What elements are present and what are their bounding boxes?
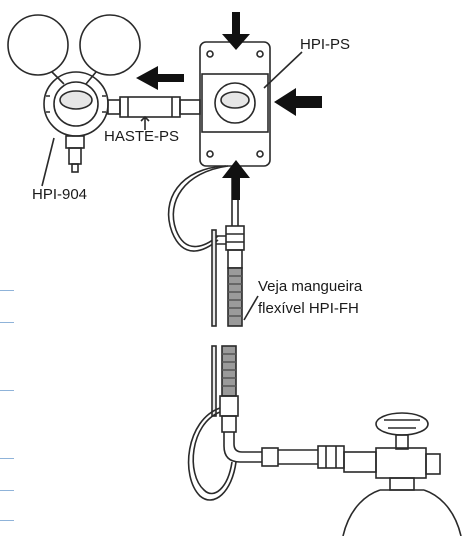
lower-hose-fitting [211,345,345,469]
hpi-ps-leader [263,51,303,89]
edge-mark [0,458,14,459]
label-hpi-904: HPI-904 [32,186,88,203]
label-hose-line2: flexível HPI-FH [258,300,359,317]
hpi-ps-block [199,41,271,167]
edge-mark [0,290,14,291]
edge-mark [0,490,14,491]
valve-handwheel [375,412,429,436]
hpi-904-leader [41,137,55,187]
label-haste-ps: HASTE-PS [104,128,180,145]
hose-leader [243,295,259,321]
pigtail-lower [187,407,237,501]
edge-mark [0,322,14,323]
hpi-904-regulator [7,14,141,173]
label-hose-line1: Veja mangueira [258,278,363,295]
arrow-down-icon [222,12,250,50]
block-logo [220,91,250,109]
cylinder-valve [343,412,441,491]
arrow-up-icon [222,160,250,200]
flex-hose-upper [227,267,243,327]
left-gauge [7,14,69,76]
arrow-left-icon [136,66,184,90]
haste-ps-connector [107,96,201,118]
haste-ps-leader [140,115,150,130]
label-hpi-ps: HPI-PS [300,36,351,53]
edge-mark [0,390,14,391]
regulator-logo [59,90,93,110]
gas-cylinder [342,489,462,536]
pigtail-upper [167,165,229,252]
edge-mark [0,520,14,521]
arrow-left-icon [274,88,322,116]
right-gauge [79,14,141,76]
